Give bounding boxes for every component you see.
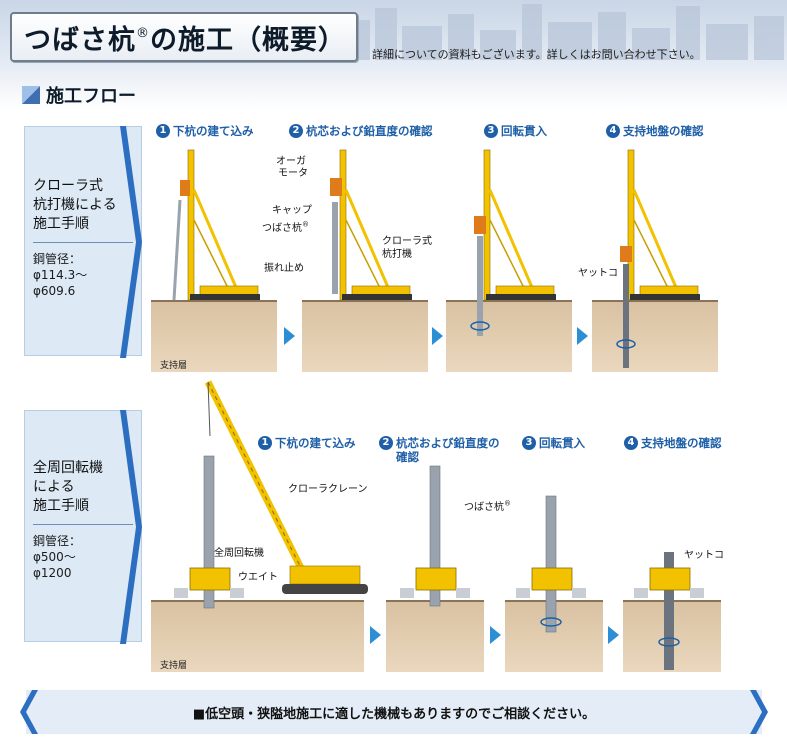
method-1-title-line: 杭打機による [33,197,117,213]
m1-flow-arrow-icon [284,327,295,345]
m1-step-1-number: 1 [156,124,170,138]
m2-ground-1 [151,600,364,672]
callout-yattoko-2: ヤットコ [684,550,724,561]
method-2-title-line: 施工手順 [33,498,89,514]
m2-step-3-number: 3 [522,436,536,450]
callout-pile-2-text: つばさ杭 [464,502,504,513]
crawler-crane [204,380,368,594]
callout-auger-line2: モータ [278,168,308,179]
m2-support-layer-label: 支持層 [160,661,188,671]
city-skyline-image [340,4,784,60]
method-2-range-line: φ500～ [33,550,76,564]
m1-step-3-number: 3 [484,124,498,138]
m2-flow-arrow-icon [490,626,501,644]
method-1-range-line: φ609.6 [33,284,76,298]
method-1-title-line: クローラ式 [33,178,103,194]
pile-driver-machine-4 [616,149,700,368]
m1-step-4-number: 4 [606,124,620,138]
m1-step-3-text: 回転貫入 [501,124,547,138]
rotator-step-3 [516,495,586,633]
callout-auger-line1: オーガ [276,156,306,167]
m2-step-2-text-line: 確認 [396,450,419,464]
m2-step-3-text: 回転貫入 [539,436,585,450]
m1-flow-arrow-icon [577,327,588,345]
callout-pile: つばさ杭® [262,219,309,234]
method-1-panel: クローラ式 杭打機による 施工手順 鋼管径： φ114.3～ φ609.6 [24,126,142,356]
method-1-title-line: 施工手順 [33,216,89,232]
footer-right-chevron-icon [750,690,768,734]
callout-machine-line2: 杭打機 [382,249,412,260]
rotator-step-1 [174,455,244,609]
registered-mark: ® [136,25,150,41]
rotator-step-2 [400,465,470,607]
rotator-step-4 [634,552,704,670]
m2-step-2-label: 2 杭芯および鉛直度の 確認 [379,436,500,464]
m1-step-3-label: 3 回転貫入 [484,124,547,138]
m2-step-2-number: 2 [379,436,393,450]
m1-step-4-label: 4 支持地盤の確認 [606,124,704,138]
m2-step-1-label: 1 下杭の建て込み [258,436,356,450]
callout-weight: ウエイト [238,572,278,583]
m1-ground-2 [302,300,428,372]
m2-step-4-text: 支持地盤の確認 [641,436,722,450]
m2-step-4-label: 4 支持地盤の確認 [624,436,722,450]
pile-driver-machine-2 [330,149,412,301]
pile-driver-machine-1 [172,149,260,301]
m2-step-1-text: 下杭の建て込み [275,436,356,450]
method-2-range-line: φ1200 [33,566,72,580]
m1-step-2-text: 杭芯および鉛直度の確認 [306,124,433,138]
m1-step-4-text: 支持地盤の確認 [623,124,704,138]
method-2-diameter-label: 鋼管径： [33,534,82,548]
callout-cap: キャップ [272,205,312,216]
m2-step-1-number: 1 [258,436,272,450]
callout-pile-2-mark: ® [504,499,511,508]
method-2-title-line: 全周回転機 [33,460,103,476]
method-2-chevron-icon [120,410,142,644]
footer-message: ■低空頭・狭隘地施工に適した機械もありますのでご相談ください。 [192,706,596,722]
method-1-divider [33,242,133,243]
method-2-title-line: による [33,479,75,495]
method-1-chevron-icon [120,126,142,358]
m2-full-rotation-illustrations [174,380,704,670]
m2-step-4-number: 4 [624,436,638,450]
m1-step-1-text: 下杭の建て込み [173,124,254,138]
m1-ground-1 [151,300,277,372]
m2-flow-arrow-icon [370,626,381,644]
square-bullet-icon [22,86,40,104]
section-heading: 施工フロー [22,84,136,107]
callout-pile-text: つばさ杭 [262,223,302,234]
callout-pile-2: つばさ杭® [464,498,511,513]
title-suffix: の施工（概要） [150,24,346,56]
m1-ground-4 [592,300,718,372]
m2-flow-arrow-icon [608,626,619,644]
inquiry-note: 詳細についての資料もございます。詳しくはお問い合わせ下さい。 [372,48,701,61]
callout-crawler-crane: クローラクレーン [288,484,368,495]
method-1-diameter-label: 鋼管径： [33,252,82,266]
method-2-divider [33,524,133,525]
callout-pile-mark: ® [302,220,309,229]
callout-full-rotator: 全周回転機 [214,548,264,559]
pile-driver-machine-3 [470,149,556,336]
m1-pile-driver-illustrations [172,149,700,368]
m1-ground-3 [446,300,572,372]
m2-step-2-text-line: 杭芯および鉛直度の [396,436,500,450]
m1-flow-arrow-icon [432,327,443,345]
title-text: つばさ杭 [24,24,136,56]
m2-step-3-label: 3 回転貫入 [522,436,585,450]
callout-machine-line1: クローラ式 [382,236,432,247]
m2-ground-2 [386,600,484,672]
callout-yattoko: ヤットコ [578,268,618,279]
m1-support-layer-label: 支持層 [160,361,188,371]
page-title: つばさ杭®の施工（概要） [10,12,358,62]
callout-steady-rest: 振れ止め [264,263,304,274]
m1-step-2-label: 2 杭芯および鉛直度の確認 [289,124,433,138]
footer-banner: ■低空頭・狭隘地施工に適した機械もありますのでご相談ください。 [20,690,768,734]
m1-step-1-label: 1 下杭の建て込み [156,124,254,138]
footer-left-chevron-icon [20,690,38,734]
method-1-range-line: φ114.3～ [33,268,88,282]
m1-step-2-number: 2 [289,124,303,138]
section-title-text: 施工フロー [46,86,136,107]
